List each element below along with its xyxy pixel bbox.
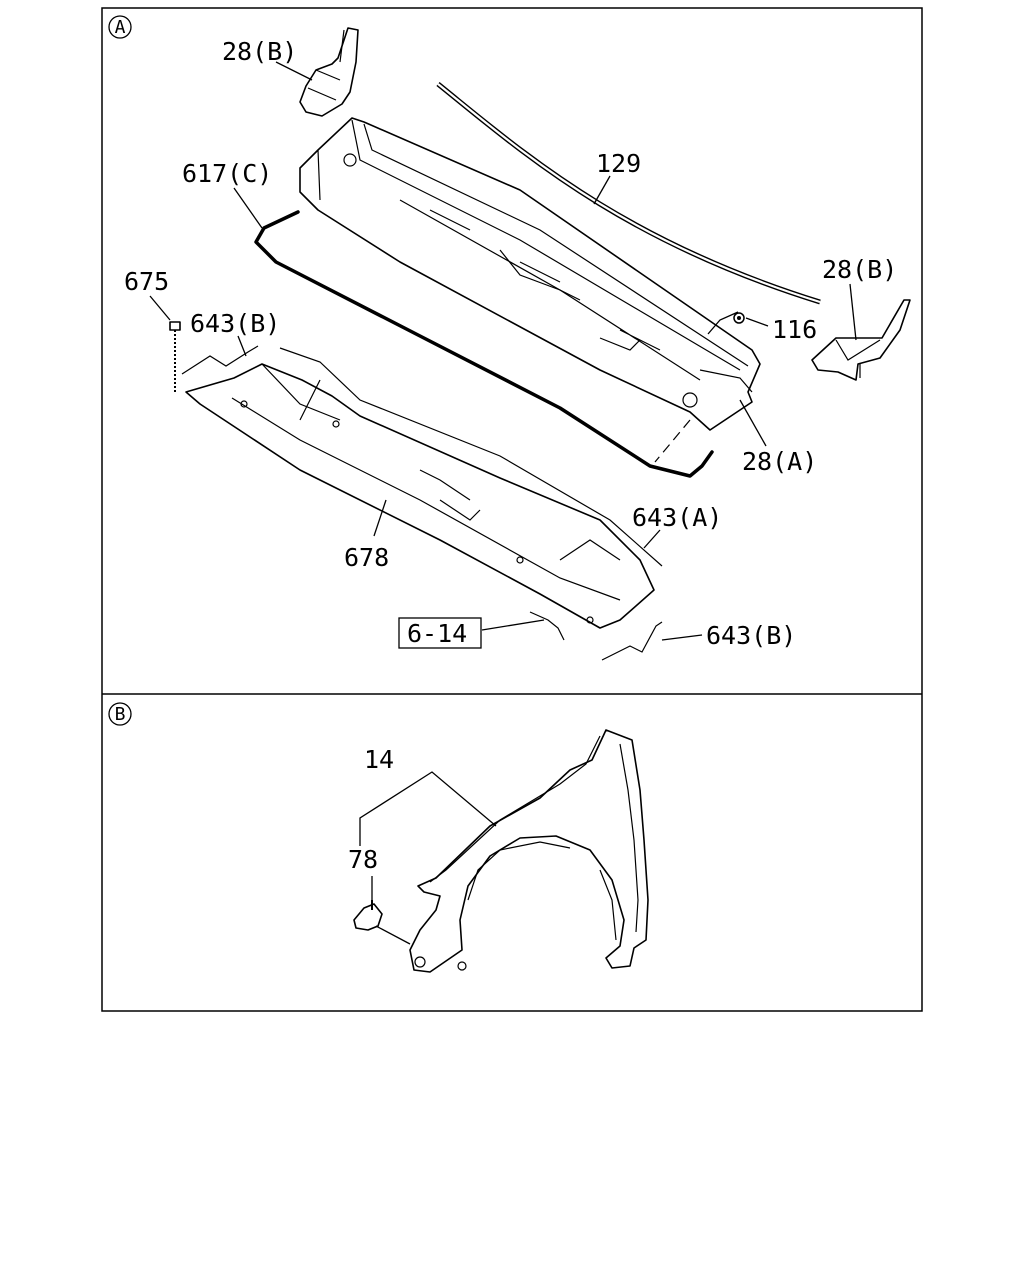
label-675: 675 [124, 267, 169, 296]
fender-14 [409, 729, 649, 973]
leader-lines-a [149, 61, 857, 641]
label-643b-bottom: 643(B) [706, 621, 796, 650]
label-643b-left: 643(B) [190, 309, 280, 338]
bracket-28b-top [299, 27, 359, 117]
label-129: 129 [596, 149, 641, 178]
label-14: 14 [364, 745, 394, 774]
cowl-top-28a [299, 117, 761, 431]
clip-116 [733, 312, 745, 324]
bracket-28b-right [811, 299, 911, 381]
hose-6-14 [529, 611, 565, 641]
label-6-14: 6-14 [407, 619, 467, 648]
panel-a-marker-circle [108, 15, 132, 39]
label-28a: 28(A) [742, 447, 817, 476]
panel-a-marker: A [115, 17, 126, 38]
label-116: 116 [772, 315, 817, 344]
strip-643b-left [181, 345, 259, 375]
label-678: 678 [344, 543, 389, 572]
label-617c: 617(C) [182, 159, 272, 188]
label-78: 78 [348, 845, 378, 874]
leader-lines-b [359, 771, 497, 945]
cowl-panel-678 [185, 347, 663, 629]
panel-a: A [108, 15, 911, 661]
panel-b-marker-circle [108, 702, 132, 726]
seal-617c [254, 210, 714, 478]
label-28b-right: 28(B) [822, 255, 897, 284]
diagram-frame [101, 7, 923, 1012]
label-28b-top: 28(B) [222, 37, 297, 66]
panel-b: B 14 78 [108, 702, 649, 973]
ref-box-6-14 [398, 617, 482, 649]
label-643a: 643(A) [632, 503, 722, 532]
clip-78 [353, 900, 383, 931]
strip-643b-bottom [601, 621, 663, 661]
panel-b-marker: B [115, 704, 126, 725]
bolt-675 [169, 321, 181, 392]
